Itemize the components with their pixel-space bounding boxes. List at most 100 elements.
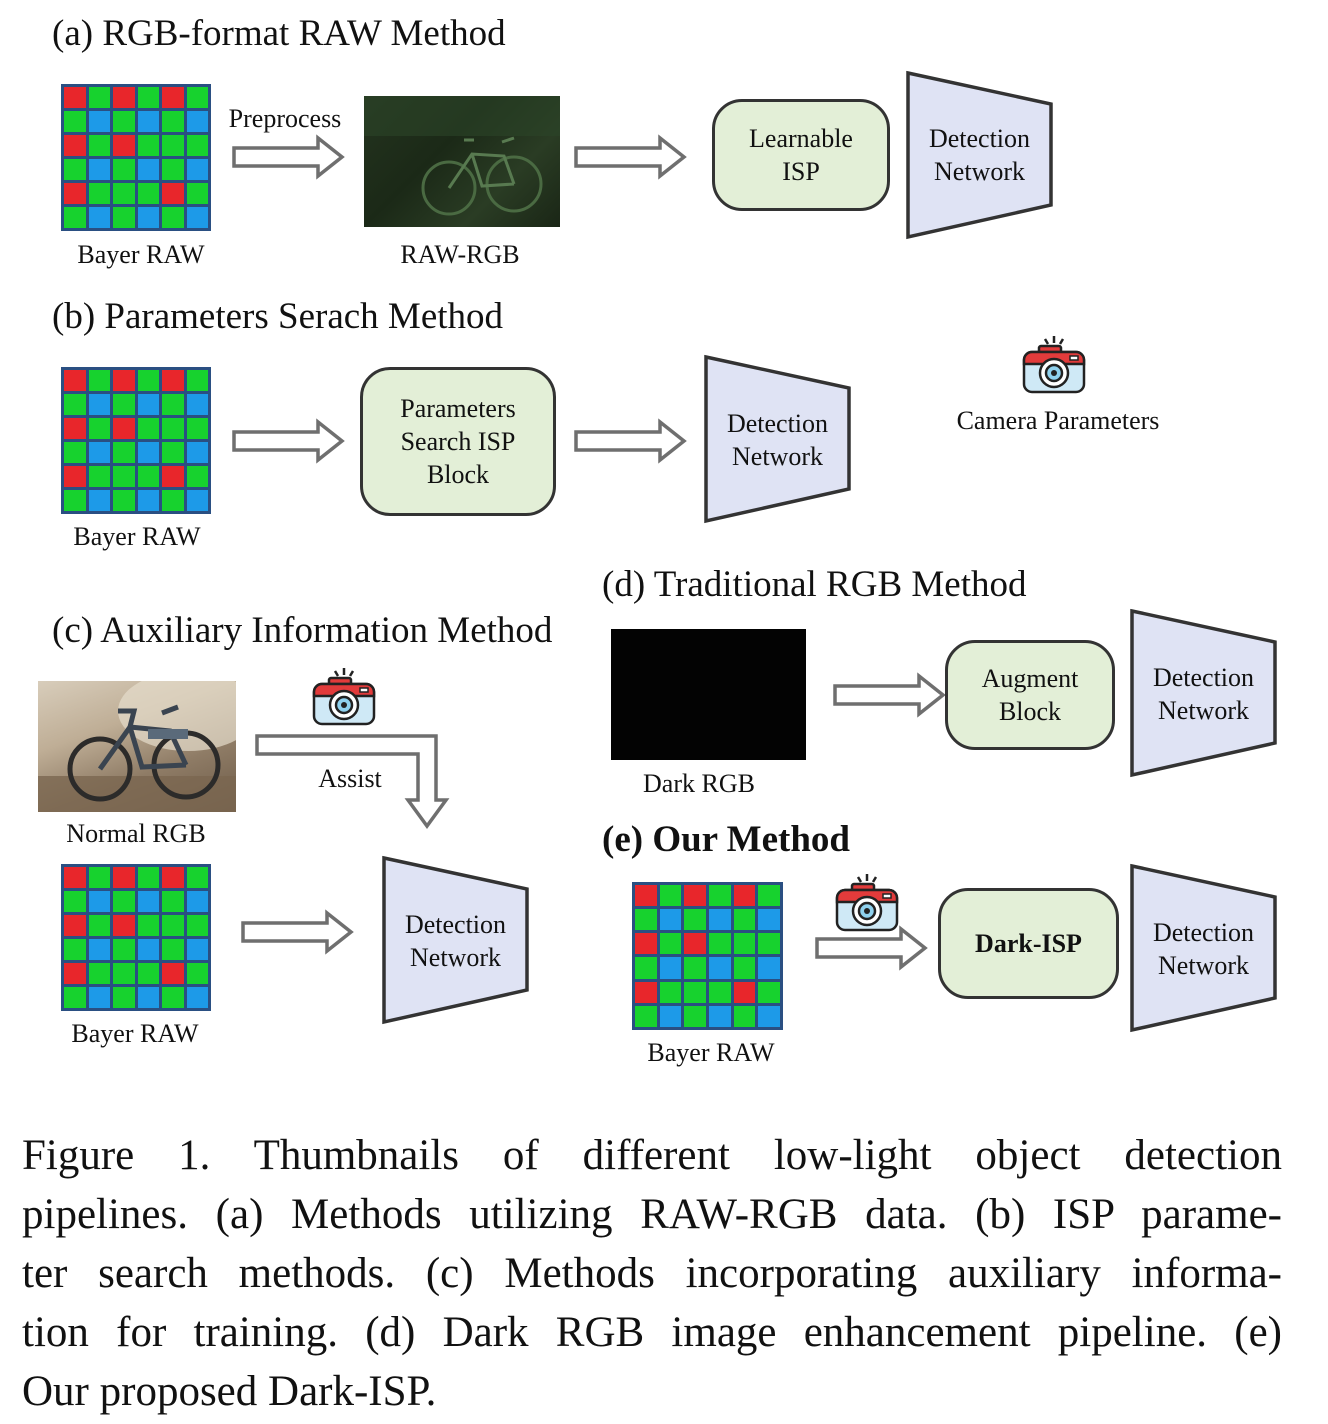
bayer-cell [137, 207, 159, 228]
bayer-cell [137, 915, 159, 936]
bayer-cell [659, 957, 682, 979]
detection-network-a: Detection Network [908, 105, 1051, 205]
caption-line: tion for training. (d) Dark RGB image en… [22, 1309, 1282, 1356]
bayer-cell [113, 939, 135, 960]
bayer-cell [162, 207, 184, 228]
bayer-cell [708, 933, 731, 955]
label-normal-rgb: Normal RGB [66, 819, 206, 848]
bayer-cell [113, 891, 135, 912]
bayer-cell [88, 418, 110, 439]
raw-rgb-image [364, 96, 560, 227]
block-line: Augment [981, 664, 1079, 693]
bayer-grid-e [632, 882, 783, 1030]
arrow-b-to-network [574, 420, 686, 462]
bayer-cell [659, 981, 682, 1003]
bayer-cell [162, 939, 184, 960]
normal-rgb-bicycle-sketch [38, 681, 236, 812]
bayer-cell [88, 466, 110, 487]
bayer-cell [162, 159, 184, 180]
bayer-cell [137, 442, 159, 463]
bayer-cell [64, 867, 86, 888]
bayer-cell [659, 1005, 682, 1027]
heading-e: (e) Our Method [602, 819, 850, 860]
bayer-cell [186, 159, 208, 180]
bayer-cell [684, 885, 706, 907]
bayer-cell [113, 963, 135, 984]
bayer-cell [64, 466, 86, 487]
bayer-cell [186, 87, 208, 108]
bayer-cell [64, 370, 86, 391]
bayer-cell [708, 885, 731, 907]
bayer-cell [733, 957, 756, 979]
network-line: Network [1158, 951, 1249, 980]
bayer-grid-c [61, 864, 211, 1011]
bayer-cell [88, 370, 110, 391]
bayer-cell [684, 909, 706, 931]
bayer-cell [88, 915, 110, 936]
bayer-cell [113, 987, 135, 1008]
bayer-cell [113, 135, 135, 156]
bayer-cell [758, 909, 780, 931]
bayer-cell [186, 394, 208, 415]
camera-icon [835, 874, 899, 932]
block-line: Learnable [749, 124, 853, 153]
arrow-c-to-network [241, 911, 353, 953]
detection-network-e: Detection Network [1132, 899, 1275, 999]
network-line: Detection [1152, 918, 1255, 947]
bayer-cell [137, 891, 159, 912]
heading-a: (a) RGB-format RAW Method [52, 13, 506, 54]
bayer-cell [88, 939, 110, 960]
label-raw-rgb: RAW-RGB [400, 240, 520, 269]
bayer-cell [733, 1005, 756, 1027]
bayer-cell [758, 885, 780, 907]
bayer-cell [64, 490, 86, 511]
bayer-cell [635, 981, 657, 1003]
bayer-cell [186, 135, 208, 156]
parameters-search-isp-block: Parameters Search ISP Block [360, 367, 556, 516]
bayer-cell [186, 207, 208, 228]
block-line: Parameters [400, 394, 516, 423]
bayer-cell [162, 891, 184, 912]
bayer-cell [162, 466, 184, 487]
network-line: Detection [928, 124, 1031, 153]
bayer-cell [162, 867, 184, 888]
bayer-cell [88, 963, 110, 984]
bayer-cell [186, 370, 208, 391]
bayer-cell [684, 1005, 706, 1027]
caption-line: pipelines. (a) Methods utilizing RAW-RGB… [22, 1191, 1282, 1238]
bayer-grid-a [61, 84, 211, 231]
bayer-cell [88, 159, 110, 180]
bayer-cell [113, 370, 135, 391]
bayer-cell [708, 957, 731, 979]
bayer-cell [88, 87, 110, 108]
network-line: Detection [404, 910, 507, 939]
bayer-cell [162, 183, 184, 204]
bayer-cell [137, 939, 159, 960]
bayer-cell [186, 891, 208, 912]
detection-network-c: Detection Network [384, 891, 527, 991]
bayer-cell [186, 442, 208, 463]
bayer-cell [113, 394, 135, 415]
bayer-cell [659, 909, 682, 931]
network-line: Detection [726, 409, 829, 438]
network-line: Detection [1152, 663, 1255, 692]
bayer-cell [88, 135, 110, 156]
network-line: Network [732, 442, 823, 471]
caption-line: Figure 1. Thumbnails of different low-li… [22, 1132, 1282, 1179]
bayer-cell [684, 933, 706, 955]
caption-line: Our proposed Dark-ISP. [22, 1368, 437, 1415]
bayer-cell [758, 933, 780, 955]
bayer-cell [88, 394, 110, 415]
label-preprocess: Preprocess [228, 104, 342, 133]
bayer-cell [113, 490, 135, 511]
bayer-cell [684, 957, 706, 979]
bayer-grid-b [61, 367, 211, 514]
bayer-cell [64, 987, 86, 1008]
bayer-cell [758, 1005, 780, 1027]
bayer-cell [162, 418, 184, 439]
bayer-cell [113, 183, 135, 204]
label-bayer-raw-e: Bayer RAW [647, 1038, 775, 1067]
bayer-cell [162, 442, 184, 463]
label-dark-rgb: Dark RGB [643, 769, 755, 798]
